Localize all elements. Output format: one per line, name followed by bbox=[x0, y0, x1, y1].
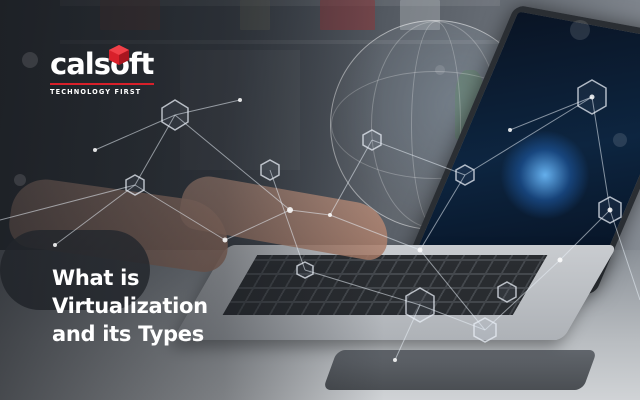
hexagon-node-icon bbox=[362, 129, 382, 151]
hexagon-node-icon bbox=[455, 164, 475, 186]
bokeh-lights bbox=[14, 20, 627, 186]
calsoft-logo[interactable]: calsoft TECHNOLOGY FIRST bbox=[50, 45, 160, 96]
hexagon-node-icon bbox=[161, 99, 189, 131]
logo-tagline: TECHNOLOGY FIRST bbox=[50, 88, 142, 96]
network-dots bbox=[53, 94, 613, 362]
headline-line: and its Types bbox=[52, 322, 204, 346]
headline-line: Virtualization bbox=[52, 294, 208, 318]
red-cube-icon bbox=[109, 45, 129, 65]
headline-line: What is bbox=[52, 266, 140, 290]
logo-wordmark: calsoft bbox=[50, 47, 154, 81]
hexagon-node-icon bbox=[497, 281, 517, 303]
hexagon-node-icon bbox=[296, 261, 314, 279]
logo-divider bbox=[50, 83, 154, 85]
headline: What is Virtualization and its Types bbox=[52, 264, 272, 348]
hexagon-node-icon bbox=[260, 159, 280, 181]
hexagon-node-icon bbox=[125, 174, 145, 196]
hexagon-node-icon bbox=[473, 317, 497, 343]
hexagon-node-icon bbox=[405, 287, 435, 323]
network-lines bbox=[0, 96, 640, 361]
